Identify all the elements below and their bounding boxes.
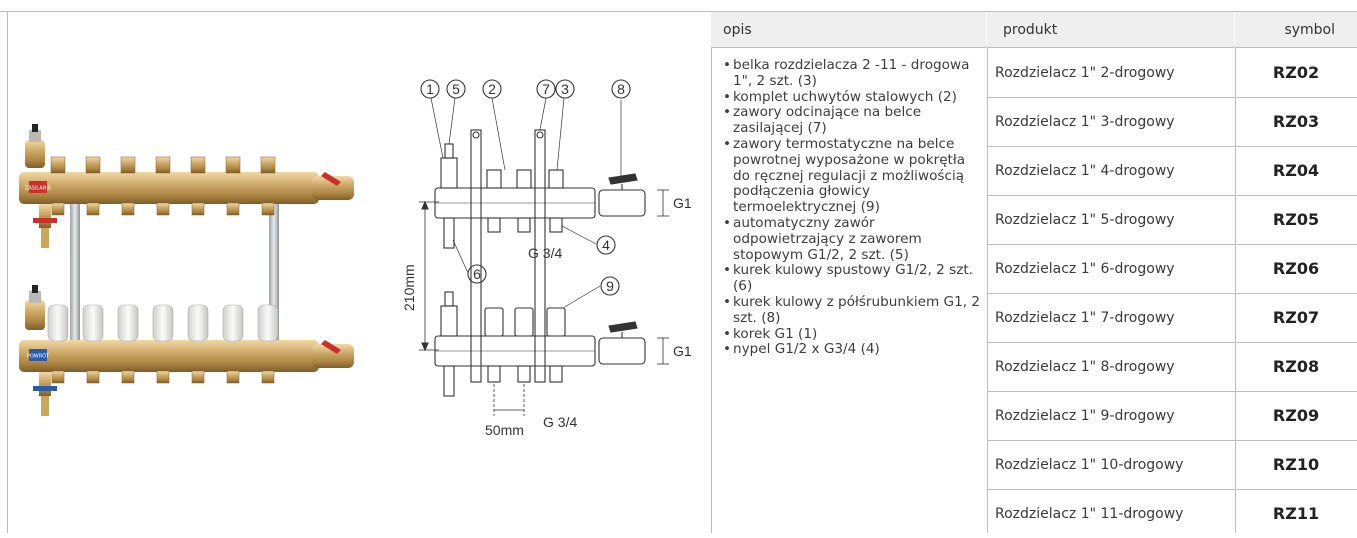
callout-7: 7 bbox=[542, 81, 550, 97]
product-name: Rozdzielacz 1" 11-drogowy bbox=[995, 506, 1184, 522]
top-divider bbox=[0, 11, 1357, 12]
product-name: Rozdzielacz 1" 3-drogowy bbox=[995, 114, 1175, 130]
air-vent-bottom bbox=[25, 285, 45, 330]
description-item: zawory odcinające na belce zasilającej (… bbox=[723, 105, 986, 137]
callout-9: 9 bbox=[606, 278, 614, 294]
product-name: Rozdzielacz 1" 10-drogowy bbox=[995, 457, 1184, 473]
header-opis: opis bbox=[711, 12, 986, 48]
description-item: komplet uchwytów stalowych (2) bbox=[723, 89, 986, 106]
product-name: Rozdzielacz 1" 5-drogowy bbox=[995, 212, 1175, 228]
product-name: Rozdzielacz 1" 9-drogowy bbox=[995, 408, 1175, 424]
header-produkt: produkt bbox=[987, 12, 1234, 48]
illustration-area: ZASILANIE bbox=[7, 12, 710, 533]
callout-6: 6 bbox=[473, 266, 481, 282]
callout-5: 5 bbox=[452, 81, 460, 97]
product-symbol: RZ10 bbox=[1272, 455, 1320, 474]
bracket-left bbox=[70, 174, 80, 349]
left-divider bbox=[7, 11, 8, 533]
table-row: Rozdzielacz 1" 3-drogowy RZ03 bbox=[987, 98, 1357, 147]
description-item: nypel G1/2 x G3/4 (4) bbox=[723, 342, 986, 358]
table-row: Rozdzielacz 1" 7-drogowy RZ07 bbox=[987, 294, 1357, 343]
description-item: belka rozdzielacza 2 -11 - drogowa 1", 2… bbox=[723, 57, 986, 90]
product-name: Rozdzielacz 1" 8-drogowy bbox=[995, 359, 1175, 375]
dim-height: 210mm bbox=[401, 264, 417, 311]
table-row: Rozdzielacz 1" 10-drogowy RZ10 bbox=[987, 441, 1357, 490]
callout-3: 3 bbox=[561, 81, 569, 97]
product-symbol: RZ02 bbox=[1272, 63, 1320, 82]
thread-g1-bottom: G1 bbox=[673, 343, 692, 359]
description-item: korek G1 (1) bbox=[723, 326, 986, 343]
description-item: automatyczny zawór odpowietrzający z zaw… bbox=[723, 215, 986, 263]
description-item: kurek kulowy z półśrubunkiem G1, 2 szt. … bbox=[723, 294, 986, 327]
product-symbol: RZ06 bbox=[1272, 259, 1320, 278]
manifold-photo: ZASILANIE bbox=[19, 79, 692, 438]
supply-manifold: ZASILANIE bbox=[19, 156, 354, 248]
description-list: belka rozdzielacza 2 -11 - drogowa 1", 2… bbox=[711, 57, 986, 358]
return-manifold: POWRÓT bbox=[19, 304, 354, 416]
product-symbol: RZ03 bbox=[1272, 112, 1320, 131]
drawing-labels: 1 5 2 7 3 8 4 6 9 G1 G1 G 3/4 G 3/4 50mm… bbox=[401, 81, 692, 438]
product-symbol: RZ05 bbox=[1272, 210, 1320, 229]
callout-4: 4 bbox=[602, 237, 610, 253]
table-row: Rozdzielacz 1" 8-drogowy RZ08 bbox=[987, 343, 1357, 392]
thread-g34-mid: G 3/4 bbox=[528, 245, 562, 261]
table-left-border bbox=[711, 11, 712, 533]
technical-drawing bbox=[419, 79, 669, 416]
description-item: kurek kulowy spustowy G1/2, 2 szt. (6) bbox=[723, 263, 986, 295]
product-name: Rozdzielacz 1" 7-drogowy bbox=[995, 310, 1175, 326]
callout-8: 8 bbox=[617, 81, 625, 97]
thread-g34-bottom: G 3/4 bbox=[543, 414, 577, 430]
product-symbol: RZ09 bbox=[1272, 406, 1320, 425]
table-row: Rozdzielacz 1" 4-drogowy RZ04 bbox=[987, 147, 1357, 196]
product-symbol: RZ07 bbox=[1272, 308, 1320, 327]
column-divider-opis bbox=[987, 11, 988, 533]
table-row: Rozdzielacz 1" 5-drogowy RZ05 bbox=[987, 196, 1357, 245]
table-row: Rozdzielacz 1" 2-drogowy RZ02 bbox=[987, 49, 1357, 98]
return-label: POWRÓT bbox=[27, 353, 50, 360]
product-name: Rozdzielacz 1" 4-drogowy bbox=[995, 163, 1175, 179]
column-divider-produkt bbox=[1235, 11, 1236, 533]
bracket-right bbox=[269, 174, 279, 349]
header-symbol: symbol bbox=[1235, 12, 1357, 48]
dim-width: 50mm bbox=[485, 422, 524, 438]
product-name: Rozdzielacz 1" 6-drogowy bbox=[995, 261, 1175, 277]
callout-2: 2 bbox=[488, 81, 496, 97]
supply-label: ZASILANIE bbox=[25, 186, 51, 192]
air-vent-top bbox=[25, 124, 45, 168]
product-symbol: RZ11 bbox=[1272, 504, 1320, 523]
description-item: zawory termostatyczne na belce powrotnej… bbox=[723, 136, 986, 216]
table-row: Rozdzielacz 1" 11-drogowy RZ11 bbox=[987, 490, 1357, 538]
callout-1: 1 bbox=[426, 81, 434, 97]
table-row: Rozdzielacz 1" 6-drogowy RZ06 bbox=[987, 245, 1357, 294]
table-row: Rozdzielacz 1" 9-drogowy RZ09 bbox=[987, 392, 1357, 441]
product-symbol: RZ08 bbox=[1272, 357, 1320, 376]
product-name: Rozdzielacz 1" 2-drogowy bbox=[995, 65, 1175, 81]
product-symbol: RZ04 bbox=[1272, 161, 1320, 180]
thread-g1-top: G1 bbox=[673, 195, 692, 211]
